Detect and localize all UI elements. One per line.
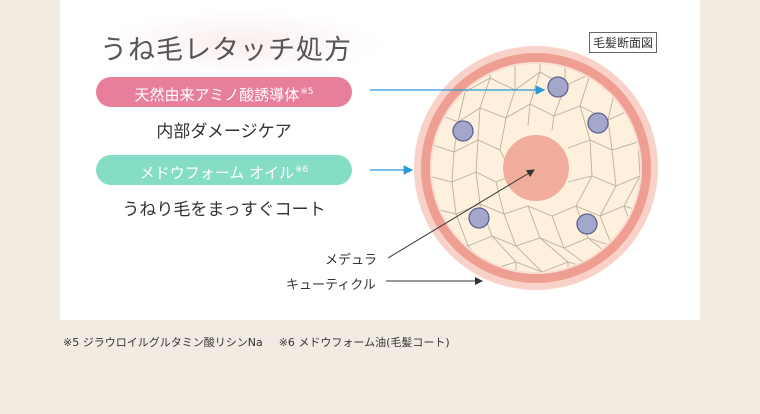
footnote-5: ※5 ジラウロイルグルタミン酸リシンNa	[63, 336, 263, 349]
footnote-6: ※6 メドウフォーム油(毛髪コート)	[278, 336, 450, 349]
hair-cross-section-diagram	[370, 46, 658, 290]
amino-particle	[587, 112, 609, 134]
amino-particle	[547, 76, 569, 98]
ingredient-2-note-mark: ※6	[295, 165, 309, 175]
ingredient-2-pill: メドウフォーム オイル※6	[96, 155, 352, 185]
ingredient-1-pill: 天然由来アミノ酸誘導体※5	[96, 77, 352, 107]
content-panel: うね毛レタッチ処方 天然由来アミノ酸誘導体※5 内部ダメージケア メドウフォーム…	[60, 0, 700, 320]
ingredient-2-name: メドウフォーム オイル	[139, 164, 295, 182]
diagram-title: 毛髪断面図	[589, 32, 658, 53]
medulla-label: メデュラ	[325, 253, 378, 268]
title-glow	[96, 10, 386, 76]
ingredient-1-note-mark: ※5	[300, 87, 314, 97]
amino-particle	[468, 207, 490, 229]
ingredient-2-effect: うねり毛をまっすぐコート	[122, 200, 326, 220]
amino-particle	[576, 213, 598, 235]
medulla-pointer	[387, 169, 535, 259]
page-title: うね毛レタッチ処方	[100, 35, 352, 66]
footnotes: ※5 ジラウロイルグルタミン酸リシンNa ※6 メドウフォーム油(毛髪コート)	[63, 334, 450, 350]
amino-particle	[452, 120, 474, 142]
medulla	[503, 135, 569, 201]
ingredient-1-name: 天然由来アミノ酸誘導体	[134, 86, 300, 104]
ingredient-1-effect: 内部ダメージケア	[156, 122, 292, 142]
cuticle-label: キューティクル	[286, 278, 376, 293]
